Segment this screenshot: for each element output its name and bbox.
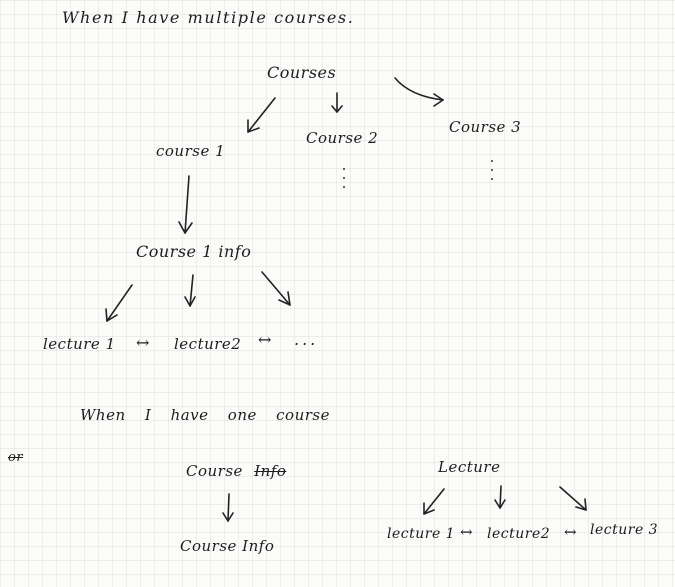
or-mark: or	[8, 450, 24, 465]
arrow-lecture-to-l2	[494, 485, 506, 509]
lecture-3-node-one: lecture 3	[590, 522, 659, 538]
lectures-root-node: Lecture	[438, 458, 501, 476]
arrow-courses-to-course3	[394, 77, 444, 107]
courses-root-node: Courses	[267, 63, 337, 82]
arrow-course1-to-info	[178, 175, 193, 234]
lecture-connector-3: ↔	[460, 523, 474, 541]
course-2-continuation-dots	[343, 168, 347, 195]
arrow-info-to-more	[261, 271, 291, 306]
one-course-heading: When I have one course	[80, 406, 330, 424]
arrow-lecture-to-l1	[423, 488, 445, 515]
lecture-2-node-one: lecture2	[487, 526, 551, 542]
multiple-courses-heading: When I have multiple courses.	[62, 8, 355, 27]
lecture-2-node: lecture2	[174, 335, 242, 353]
lecture-connector-2: ↔	[258, 330, 272, 349]
course-label: Course	[186, 462, 243, 480]
lecture-connector-1: ↔	[136, 333, 150, 352]
course-3-node: Course 3	[449, 118, 522, 136]
course-2-node: Course 2	[306, 129, 379, 147]
course-1-node: course 1	[156, 142, 226, 160]
arrow-info-to-lecture2	[184, 274, 196, 307]
lecture-ellipsis: ...	[294, 330, 319, 349]
struck-info-text: Info	[254, 462, 287, 480]
arrow-info-to-lecture1	[105, 284, 133, 322]
course-1-info-node: Course 1 info	[136, 242, 252, 261]
course-node-one: Course Info	[186, 462, 286, 480]
lecture-1-node: lecture 1	[43, 335, 116, 353]
course-info-node-one: Course Info	[180, 537, 275, 555]
course-3-continuation-dots	[491, 160, 495, 187]
arrow-course-to-info-one	[222, 493, 234, 522]
arrow-courses-to-course1	[247, 97, 276, 133]
lecture-connector-4: ↔	[564, 523, 578, 541]
lecture-1-node-one: lecture 1	[387, 526, 456, 542]
struck-info-word: Info	[254, 462, 286, 480]
arrow-courses-to-course2	[331, 92, 343, 113]
arrow-lecture-to-l3	[559, 486, 587, 511]
